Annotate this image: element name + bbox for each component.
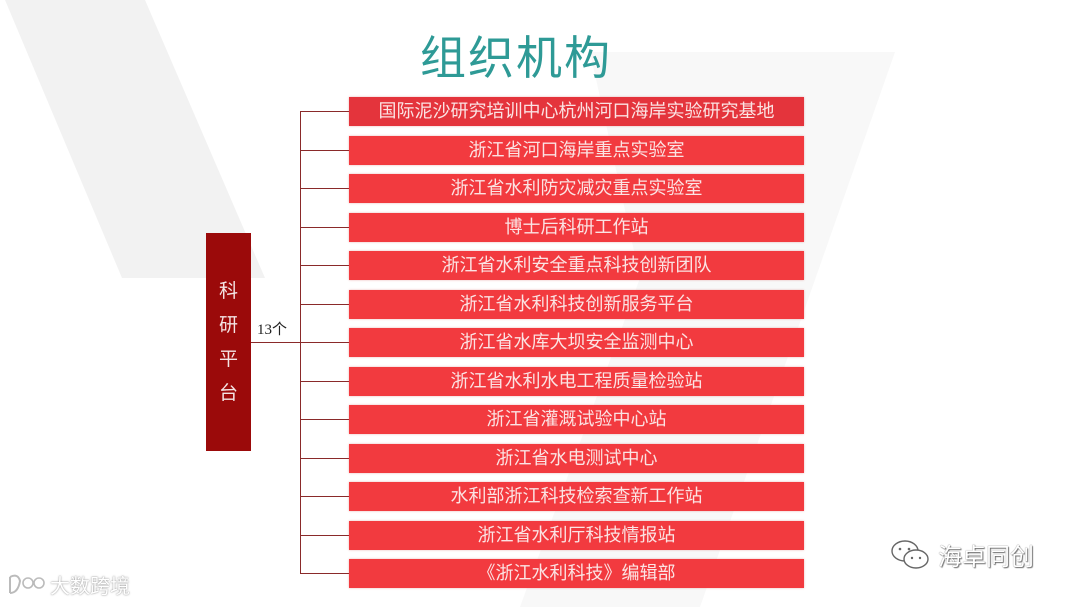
branch-line xyxy=(300,458,349,459)
branch-line xyxy=(300,265,349,266)
platform-item: 浙江省水利科技创新服务平台 xyxy=(349,290,804,319)
platform-item: 浙江省水库大坝安全监测中心 xyxy=(349,328,804,357)
page-title: 组织机构 xyxy=(420,31,612,85)
branch-line xyxy=(300,496,349,497)
platform-item: 浙江省水利水电工程质量检验站 xyxy=(349,367,804,396)
root-node-char: 台 xyxy=(218,382,238,404)
branch-line xyxy=(300,342,349,343)
platform-item: 浙江省水电测试中心 xyxy=(349,444,804,473)
branch-line xyxy=(300,188,349,189)
platform-item: 《浙江水利科技》编辑部 xyxy=(349,559,804,588)
wechat-icon xyxy=(891,539,929,569)
platform-item: 浙江省灌溉试验中心站 xyxy=(349,405,804,434)
watermark-left: 大数跨境 xyxy=(6,570,130,599)
platform-item: 博士后科研工作站 xyxy=(349,213,804,242)
root-node-char: 科 xyxy=(218,280,238,302)
branch-line xyxy=(300,111,349,112)
branch-line xyxy=(300,227,349,228)
platform-item: 水利部浙江科技检索查新工作站 xyxy=(349,482,804,511)
branch-line xyxy=(300,419,349,420)
root-node-research-platform: 科 研 平 台 xyxy=(206,233,251,451)
root-connector-line xyxy=(251,342,301,343)
root-node-char: 研 xyxy=(218,314,238,336)
watermark-right: 海卓同创 xyxy=(890,537,1034,572)
platform-item: 浙江省水利防灾减灾重点实验室 xyxy=(349,174,804,203)
branch-line xyxy=(300,304,349,305)
brand-logo-icon xyxy=(9,574,45,594)
platform-item: 国际泥沙研究培训中心杭州河口海岸实验研究基地 xyxy=(349,97,804,126)
branch-line xyxy=(300,381,349,382)
count-label: 13个 xyxy=(257,322,288,338)
root-node-char: 平 xyxy=(218,348,238,370)
platform-item: 浙江省水利安全重点科技创新团队 xyxy=(349,251,804,280)
branch-line xyxy=(300,573,349,574)
watermark-left-text: 大数跨境 xyxy=(50,574,130,598)
branch-line xyxy=(300,150,349,151)
platform-item: 浙江省河口海岸重点实验室 xyxy=(349,136,804,165)
branch-line xyxy=(300,535,349,536)
platform-item: 浙江省水利厅科技情报站 xyxy=(349,521,804,550)
watermark-right-text: 海卓同创 xyxy=(938,543,1034,571)
